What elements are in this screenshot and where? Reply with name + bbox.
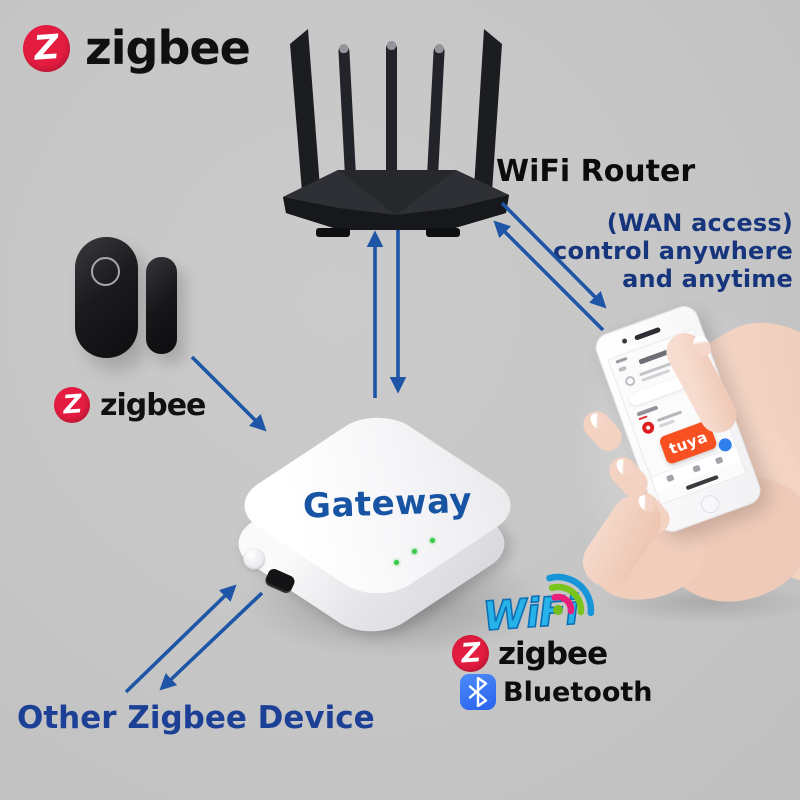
wifi-arcs-icon bbox=[546, 573, 595, 617]
zigbee-wordmark: zigbee bbox=[85, 21, 251, 75]
phone-home-button bbox=[698, 492, 722, 516]
router-foot bbox=[316, 228, 350, 237]
wan-access-note: (WAN access) control anywhere and anytim… bbox=[553, 209, 793, 293]
gateway-label: Gateway bbox=[302, 480, 473, 527]
door-sensor-body bbox=[75, 237, 138, 358]
wan-line-3: and anytime bbox=[622, 265, 793, 293]
router-foot bbox=[426, 228, 460, 237]
screen-back-skeleton bbox=[618, 365, 627, 373]
gateway-status-led bbox=[430, 538, 435, 543]
door-sensor-magnet bbox=[146, 257, 177, 354]
zigbee-z-letter: Z bbox=[31, 27, 62, 69]
gateway-status-led bbox=[412, 549, 417, 554]
bluetooth-label: Bluetooth bbox=[503, 677, 653, 708]
wan-line-1: (WAN access) bbox=[606, 209, 793, 237]
router-antenna-icon bbox=[338, 44, 357, 194]
wifi-router-image bbox=[283, 29, 509, 237]
app-tab-underline bbox=[638, 415, 648, 421]
zigbee-z-letter: Z bbox=[60, 389, 84, 421]
router-label: WiFi Router bbox=[496, 154, 696, 189]
app-tab-skeleton bbox=[636, 405, 659, 417]
router-antenna-icon bbox=[474, 29, 502, 192]
other-device-label: Other Zigbee Device bbox=[17, 700, 375, 736]
router-ridge-facet bbox=[338, 170, 456, 215]
zigbee-device-logo: Z zigbee bbox=[54, 387, 206, 423]
phone-speaker-slot bbox=[633, 326, 662, 341]
zigbee-logo-icon: Z bbox=[452, 635, 489, 672]
screen-status-skeleton bbox=[615, 356, 628, 364]
sensor-led-ring bbox=[91, 257, 120, 286]
router-antenna-icon bbox=[426, 44, 445, 194]
gear-icon bbox=[623, 374, 637, 388]
zigbee-wordmark: zigbee bbox=[100, 387, 206, 423]
zigbee-logo-icon: Z bbox=[23, 24, 70, 72]
router-front-facet bbox=[283, 195, 509, 230]
router-antenna-icon bbox=[290, 29, 320, 192]
phone-camera-dot bbox=[621, 337, 628, 345]
router-antenna-icon bbox=[386, 41, 397, 195]
gateway-pair-button bbox=[243, 548, 265, 570]
zigbee-wordmark: zigbee bbox=[498, 635, 608, 672]
zigbee-logo-icon: Z bbox=[54, 387, 90, 423]
zigbee-brand-logo: Z zigbee bbox=[23, 21, 251, 75]
wan-line-2: control anywhere bbox=[553, 237, 793, 265]
device-list-icon bbox=[640, 420, 656, 436]
gateway-status-led bbox=[394, 560, 399, 565]
zigbee-protocol-badge: Z zigbee bbox=[452, 635, 608, 672]
arrow-device-to-gateway bbox=[124, 584, 237, 694]
bluetooth-icon bbox=[460, 674, 496, 710]
